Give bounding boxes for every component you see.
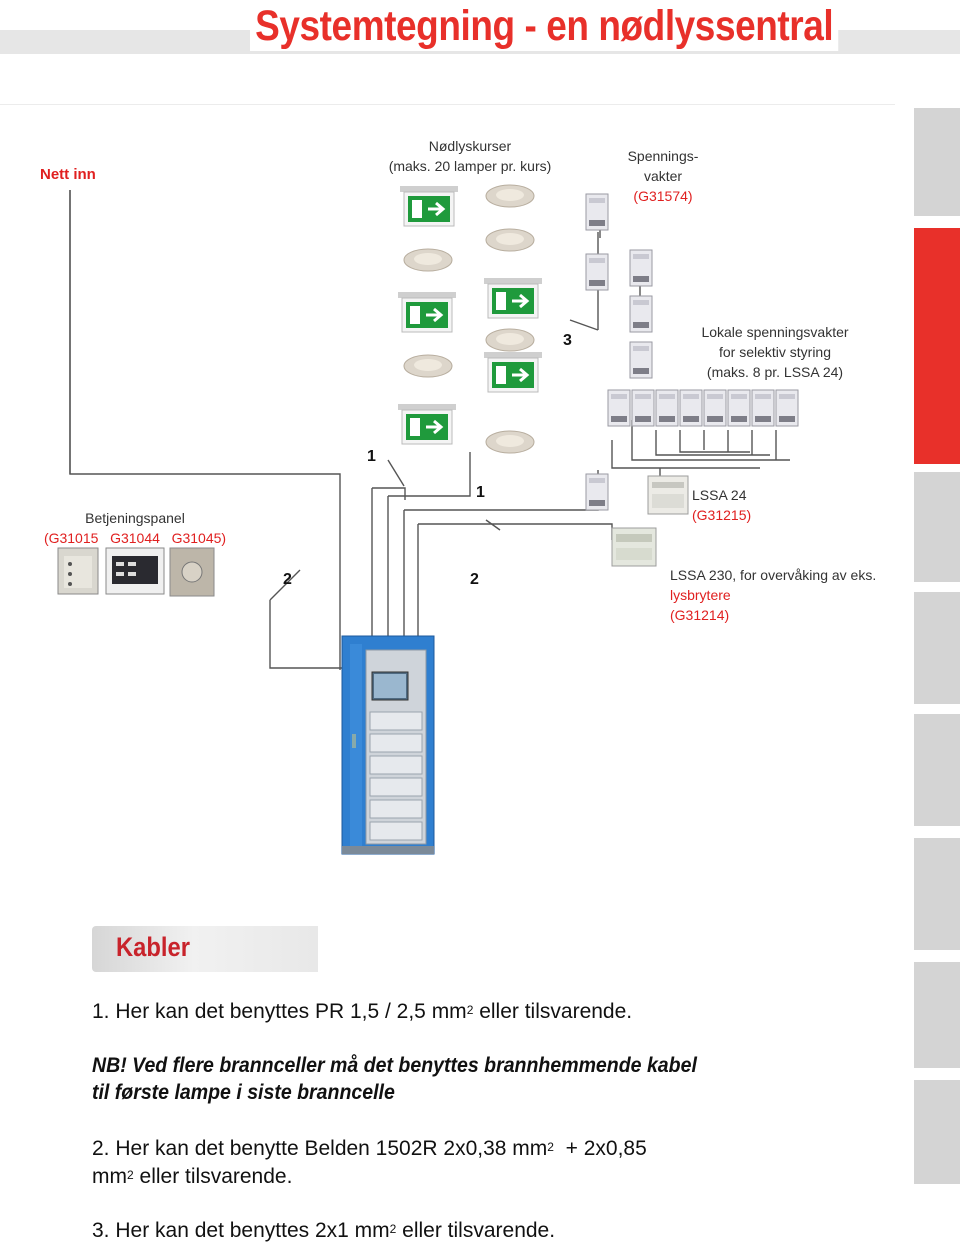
side-tab-6[interactable] (914, 838, 960, 950)
downlight-icon (403, 354, 453, 378)
voltage-monitor-icon (629, 249, 653, 287)
voltage-monitor-icon (629, 341, 653, 379)
lokale-line1: Lokale spenningsvakter (701, 324, 849, 340)
downlight-icon (485, 228, 535, 252)
note2-sup2: 2 (127, 1168, 134, 1182)
side-tab-8[interactable] (914, 1080, 960, 1184)
cable-note-1: 1. Her kan det benyttes PR 1,5 / 2,5 mm2… (92, 998, 632, 1026)
system-diagram (57, 184, 799, 855)
lssa24-code: (G31215) (692, 507, 752, 523)
betjeningspanel-label: Betjeningspanel (G31015 G31044 G31045) (38, 508, 232, 548)
lokale-spenningsvakter-label: Lokale spenningsvakter for selektiv styr… (690, 322, 860, 382)
voltage-monitor-icon (585, 473, 609, 511)
cable-number-1-mid: 1 (476, 484, 485, 501)
note3-sup: 2 (389, 1222, 397, 1236)
note2-text: 2. Her kan det benytte Belden 1502R 2x0,… (92, 1137, 548, 1160)
exit-sign-icon (396, 402, 458, 446)
control-panel-icon (57, 547, 99, 595)
kabler-heading-box (92, 926, 318, 972)
downlight-icon (485, 328, 535, 352)
cable-number-1-left: 1 (367, 448, 376, 465)
note3-text-end: eller tilsvarende. (396, 1219, 556, 1242)
voltage-monitor-icon (585, 253, 609, 291)
note1-text-end: eller tilsvarende. (473, 1000, 633, 1023)
side-tab-2-active[interactable] (914, 228, 960, 464)
lssa24-title: LSSA 24 (692, 487, 747, 503)
side-tab-4[interactable] (914, 592, 960, 704)
downlight-icon (403, 248, 453, 272)
exit-sign-icon (398, 184, 460, 228)
nodlyskurser-label: Nødlyskurser (maks. 20 lamper pr. kurs) (370, 136, 570, 176)
spenningsvakter-label: Spennings- vakter (G31574) (600, 146, 726, 206)
cable-number-2-mid: 2 (470, 571, 479, 588)
lssa230-line2: lysbrytere (670, 587, 731, 603)
lssa230-code: (G31214) (670, 607, 730, 623)
note2-text-mid: + 2x0,85 (553, 1137, 647, 1160)
divider (0, 104, 895, 105)
spenning-line1: Spennings- (627, 148, 699, 164)
spenning-line2: vakter (643, 168, 683, 184)
nb-line2: til første lampe i siste branncelle (92, 1081, 395, 1104)
lssa230-line1: LSSA 230, for overvåking av eks. (670, 567, 877, 583)
nodlyskurser-title: Nødlyskurser (428, 138, 512, 154)
downlight-icon (485, 430, 535, 454)
exit-sign-icon (396, 290, 458, 334)
spenning-code: (G31574) (633, 188, 693, 204)
side-tab-3[interactable] (914, 472, 960, 582)
lokale-line3: (maks. 8 pr. LSSA 24) (706, 364, 844, 380)
lssa230-module-icon (611, 527, 657, 567)
nett-inn-label: Nett inn (40, 166, 96, 183)
cable-lines (69, 190, 790, 670)
note1-text: 1. Her kan det benyttes PR 1,5 / 2,5 mm (92, 1000, 467, 1023)
cable-note-2: 2. Her kan det benytte Belden 1502R 2x0,… (92, 1135, 647, 1191)
cable-number-3: 3 (563, 332, 572, 349)
side-tab-1[interactable] (914, 108, 960, 216)
control-panel-icon (169, 547, 215, 597)
control-panel-icon (105, 547, 165, 595)
exit-sign-icon (482, 276, 544, 320)
page-title: Systemtegning - en nødlyssentral (250, 2, 839, 51)
note2-line2: mm (92, 1165, 127, 1188)
side-tab-5[interactable] (914, 714, 960, 826)
note1-sup: 2 (466, 1003, 474, 1017)
cable-note-3: 3. Her kan det benyttes 2x1 mm2 eller ti… (92, 1217, 555, 1245)
betjening-title: Betjeningspanel (85, 510, 185, 526)
kabler-heading: Kabler (116, 932, 190, 962)
emergency-central-cabinet-icon (341, 635, 435, 855)
downlight-icon (485, 184, 535, 208)
nodlyskurser-limit: (maks. 20 lamper pr. kurs) (388, 158, 552, 174)
note2-sup1: 2 (547, 1140, 554, 1154)
relay-row-icon (607, 389, 799, 427)
betjening-codes: (G31015 G31044 G31045) (43, 530, 227, 546)
side-tab-7[interactable] (914, 962, 960, 1068)
lokale-line2: for selektiv styring (718, 344, 832, 360)
nb-warning: NB! Ved flere brannceller må det benytte… (92, 1052, 734, 1106)
note3-text: 3. Her kan det benyttes 2x1 mm (92, 1219, 390, 1242)
voltage-monitor-icon (629, 295, 653, 333)
lssa24-label: LSSA 24 (G31215) (692, 485, 751, 525)
lssa230-label: LSSA 230, for overvåking av eks. lysbryt… (670, 565, 876, 625)
cable-number-2-left: 2 (283, 571, 292, 588)
lssa24-module-icon (647, 475, 689, 515)
exit-sign-icon (482, 350, 544, 394)
nb-line1: NB! Ved flere brannceller må det benytte… (92, 1054, 697, 1077)
note2-line2-end: eller tilsvarende. (133, 1165, 293, 1188)
